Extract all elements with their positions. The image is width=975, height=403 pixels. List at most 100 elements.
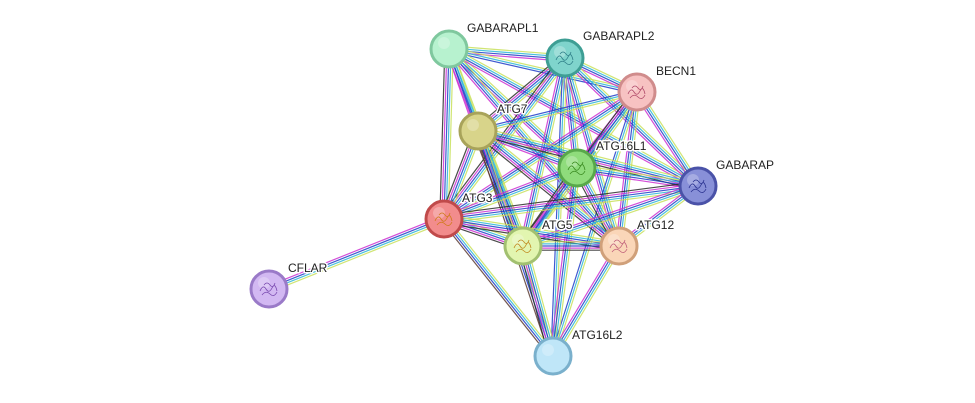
edge-line	[522, 184, 698, 246]
protein-structure-icon	[627, 85, 646, 99]
edge-line	[444, 189, 699, 224]
edge-line	[445, 216, 556, 355]
edge-line	[577, 164, 699, 184]
edge-line	[267, 215, 444, 287]
edge-line	[478, 128, 621, 245]
edge-line	[439, 48, 446, 219]
node-circle[interactable]	[424, 199, 464, 239]
edge-line	[478, 93, 638, 134]
edge-line	[523, 188, 700, 250]
edge-line	[448, 50, 637, 95]
edge-line	[443, 185, 699, 220]
node-gabarapl1[interactable]: GABARAPL1	[429, 20, 540, 69]
edge-line	[617, 91, 637, 246]
edge-line	[441, 220, 552, 359]
edge-line	[476, 132, 619, 249]
edge-line	[441, 48, 448, 219]
edge-line	[447, 51, 697, 190]
node-circle[interactable]	[533, 336, 573, 376]
edge-line	[449, 47, 579, 168]
node-highlight	[467, 119, 479, 131]
edge-line	[553, 246, 621, 357]
edge-line	[449, 46, 638, 91]
edge-line	[442, 219, 553, 358]
protein-structure-icon	[555, 51, 574, 65]
node-highlight	[566, 156, 578, 168]
edge-atg12-atg16l2	[549, 244, 623, 358]
edge-line	[444, 214, 620, 243]
edge-line	[555, 247, 623, 358]
edge-line	[444, 92, 638, 221]
edge-line	[447, 49, 577, 170]
protein-structure-icon	[434, 212, 453, 226]
edge-becn1-atg7	[477, 89, 638, 134]
node-label: GABARAP	[716, 158, 774, 172]
edge-line	[444, 217, 555, 356]
node-highlight	[608, 234, 620, 246]
edge-atg3-atg16l2	[441, 216, 556, 359]
node-circle[interactable]	[545, 38, 585, 78]
node-highlight	[687, 174, 699, 186]
node-label: ATG7	[497, 102, 528, 116]
node-atg5[interactable]: ATG5	[503, 217, 574, 266]
edge-line	[443, 90, 637, 219]
node-gabarapl2[interactable]: GABARAPL2	[545, 28, 656, 78]
node-atg16l2[interactable]: ATG16L2	[533, 327, 624, 376]
node-label: BECN1	[656, 64, 696, 78]
protein-structure-icon	[259, 282, 278, 296]
edge-line	[268, 217, 444, 289]
edge-gabarap-atg5	[521, 182, 700, 250]
edge-atg3-cflar	[267, 215, 446, 293]
node-atg3[interactable]: ATG3	[424, 190, 494, 239]
edge-line	[444, 187, 699, 222]
node-atg7[interactable]: ATG7	[458, 101, 529, 151]
node-circle[interactable]	[458, 111, 498, 151]
edge-line	[443, 57, 566, 220]
node-highlight	[512, 234, 524, 246]
node-label: GABARAPL1	[467, 21, 539, 35]
node-highlight	[258, 277, 270, 289]
edge-line	[482, 128, 529, 245]
node-circle[interactable]	[599, 226, 639, 266]
node-label: ATG16L2	[572, 328, 623, 342]
node-highlight	[626, 80, 638, 92]
edge-line	[566, 55, 701, 185]
node-gabarap[interactable]: GABARAP	[678, 157, 776, 206]
node-label: ATG3	[462, 191, 493, 205]
node-circle[interactable]	[678, 166, 718, 206]
edge-line	[477, 89, 637, 130]
edge-line	[523, 186, 699, 248]
edge-line	[447, 49, 454, 220]
protein-structure-icon	[609, 239, 628, 253]
edge-line	[450, 45, 700, 184]
node-circle[interactable]	[429, 29, 469, 69]
node-atg16l1[interactable]: ATG16L1	[557, 138, 648, 188]
node-circle[interactable]	[503, 226, 543, 266]
edge-line	[269, 221, 446, 293]
edge-line	[443, 181, 698, 216]
node-becn1[interactable]: BECN1	[617, 63, 698, 112]
node-highlight	[433, 207, 445, 219]
node-circle[interactable]	[249, 269, 289, 309]
edge-line	[549, 244, 617, 355]
node-cflar[interactable]: CFLAR	[249, 260, 329, 309]
node-label: CFLAR	[288, 261, 328, 275]
edge-line	[449, 45, 566, 56]
node-atg12[interactable]: ATG12	[599, 217, 676, 266]
protein-structure-icon	[513, 239, 532, 253]
edge-line	[477, 91, 638, 132]
edge-line	[445, 49, 452, 220]
edge-line	[577, 166, 699, 186]
protein-structure-icon	[567, 161, 586, 175]
node-label: ATG12	[637, 218, 674, 232]
node-highlight	[542, 344, 554, 356]
node-circle[interactable]	[617, 72, 657, 112]
edge-gabarapl1-atg3	[439, 48, 454, 220]
edge-line	[269, 219, 445, 291]
node-label: ATG16L1	[596, 139, 647, 153]
protein-structure-icon	[688, 179, 707, 193]
edge-line	[442, 164, 577, 217]
edge-line	[443, 166, 577, 219]
node-circle[interactable]	[557, 148, 597, 188]
edge-gabarap-atg3	[443, 181, 699, 224]
